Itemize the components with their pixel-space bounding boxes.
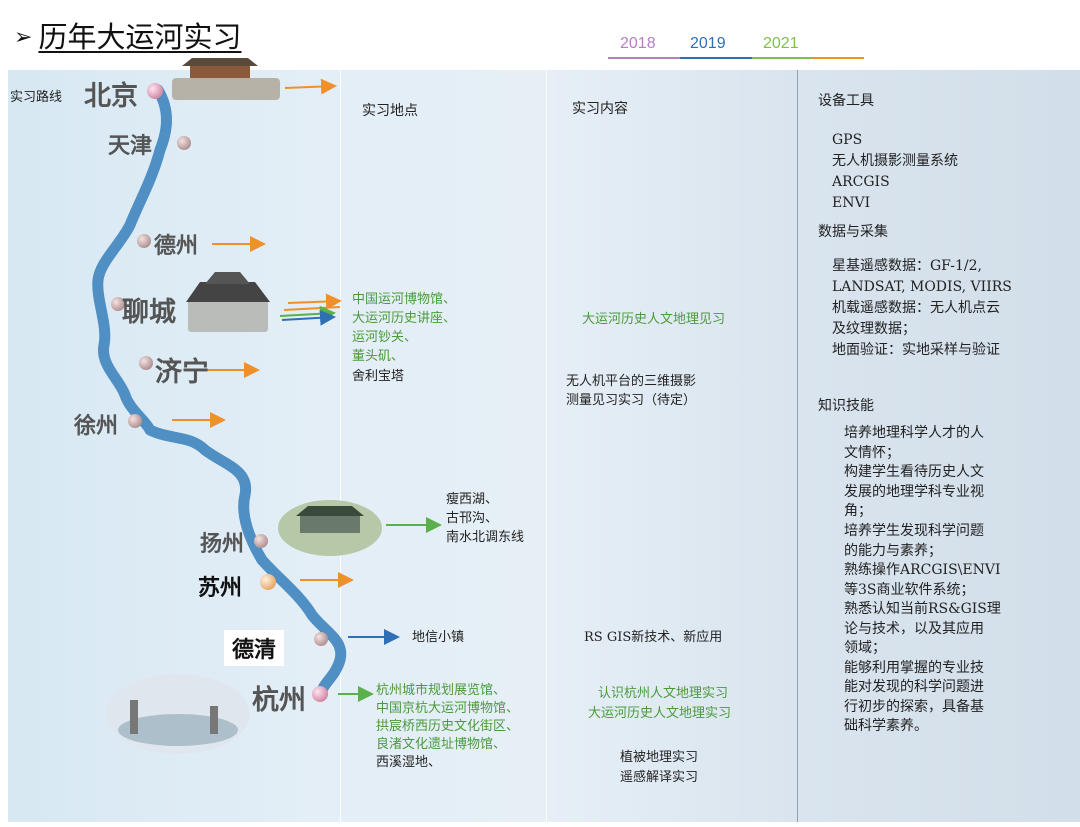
content-deqing: RS GIS新技术、新应用: [584, 628, 722, 647]
equipment-tools: GPS 无人机摄影测量系统 ARCGIS ENVI: [832, 130, 958, 214]
city-hangzhou: 杭州: [252, 678, 306, 717]
stop-dot: [128, 414, 142, 428]
city-suzhou: 苏州: [198, 570, 242, 602]
location-deqing: 地信小镇: [412, 628, 464, 647]
grand-canal-river: [98, 90, 341, 695]
skills-dark: 培养学生发现科学问题 的能力与素养； 熟练操作ARCGIS\ENVI 等3S商业…: [844, 522, 1001, 737]
arrow-liaocheng-orange: [288, 301, 340, 303]
stop-dot: [312, 686, 328, 702]
stop-dot: [139, 356, 153, 370]
city-yangzhou: 扬州: [200, 526, 244, 558]
arrow-liaocheng-orange2: [284, 307, 340, 310]
stop-dot: [314, 632, 328, 646]
liaocheng-thumbnail: [186, 272, 270, 332]
skills-green: 培养地理科学人才的人 文情怀； 构建学生看待历史人文 发展的地理学科专业视 角；: [844, 424, 984, 522]
locations-yangzhou: 瘦西湖、 古邗沟、 南水北调东线: [446, 490, 524, 547]
stop-dot: [147, 83, 163, 99]
locations-liaocheng: 中国运河博物馆、 大运河历史讲座、 运河钞关、 董头矶、: [352, 290, 456, 366]
beijing-thumbnail: [172, 58, 280, 100]
city-dezhou: 德州: [154, 228, 198, 260]
stop-dot: [260, 574, 276, 590]
column-header-location: 实习地点: [362, 100, 418, 120]
stop-dot: [254, 534, 268, 548]
location-jining: 舍利宝塔: [352, 367, 404, 386]
arrow-liaocheng-blue: [282, 317, 334, 320]
stop-dot: [137, 234, 151, 248]
arrow-beijing: [285, 86, 335, 88]
city-xuzhou: 徐州: [74, 408, 118, 440]
city-tianjin: 天津: [108, 128, 152, 160]
column-header-equipment: 设备工具: [818, 90, 874, 110]
content-jining: 无人机平台的三维摄影 测量见习实习（待定）: [566, 372, 696, 410]
content-hangzhou-dark: 植被地理实习 遥感解译实习: [620, 748, 698, 788]
city-liaocheng: 聊城: [122, 290, 176, 329]
locations-hangzhou: 杭州城市规划展览馆、 中国京杭大运河博物馆、 拱宸桥西历史文化街区、 良渚文化遗…: [376, 682, 519, 772]
content-hangzhou-green: 认识杭州人文地理实习 大运河历史人文地理实习: [588, 684, 731, 724]
skills-heading: 知识技能: [818, 396, 874, 417]
city-beijing: 北京: [84, 74, 138, 113]
hangzhou-thumbnail: [106, 674, 250, 754]
equipment-data: 星基遥感数据：GF-1/2, LANDSAT, MODIS, VIIRS 机载遥…: [832, 256, 1012, 361]
content-liaocheng: 大运河历史人文地理见习: [582, 310, 725, 329]
yangzhou-thumbnail: [278, 500, 382, 556]
arrow-liaocheng-green: [280, 313, 334, 316]
city-jining: 济宁: [155, 350, 209, 389]
route-label: 实习路线: [10, 86, 62, 105]
data-heading: 数据与采集: [818, 222, 888, 243]
stop-dot: [177, 136, 191, 150]
column-header-content: 实习内容: [572, 98, 628, 118]
city-deqing: 德清: [224, 630, 284, 666]
